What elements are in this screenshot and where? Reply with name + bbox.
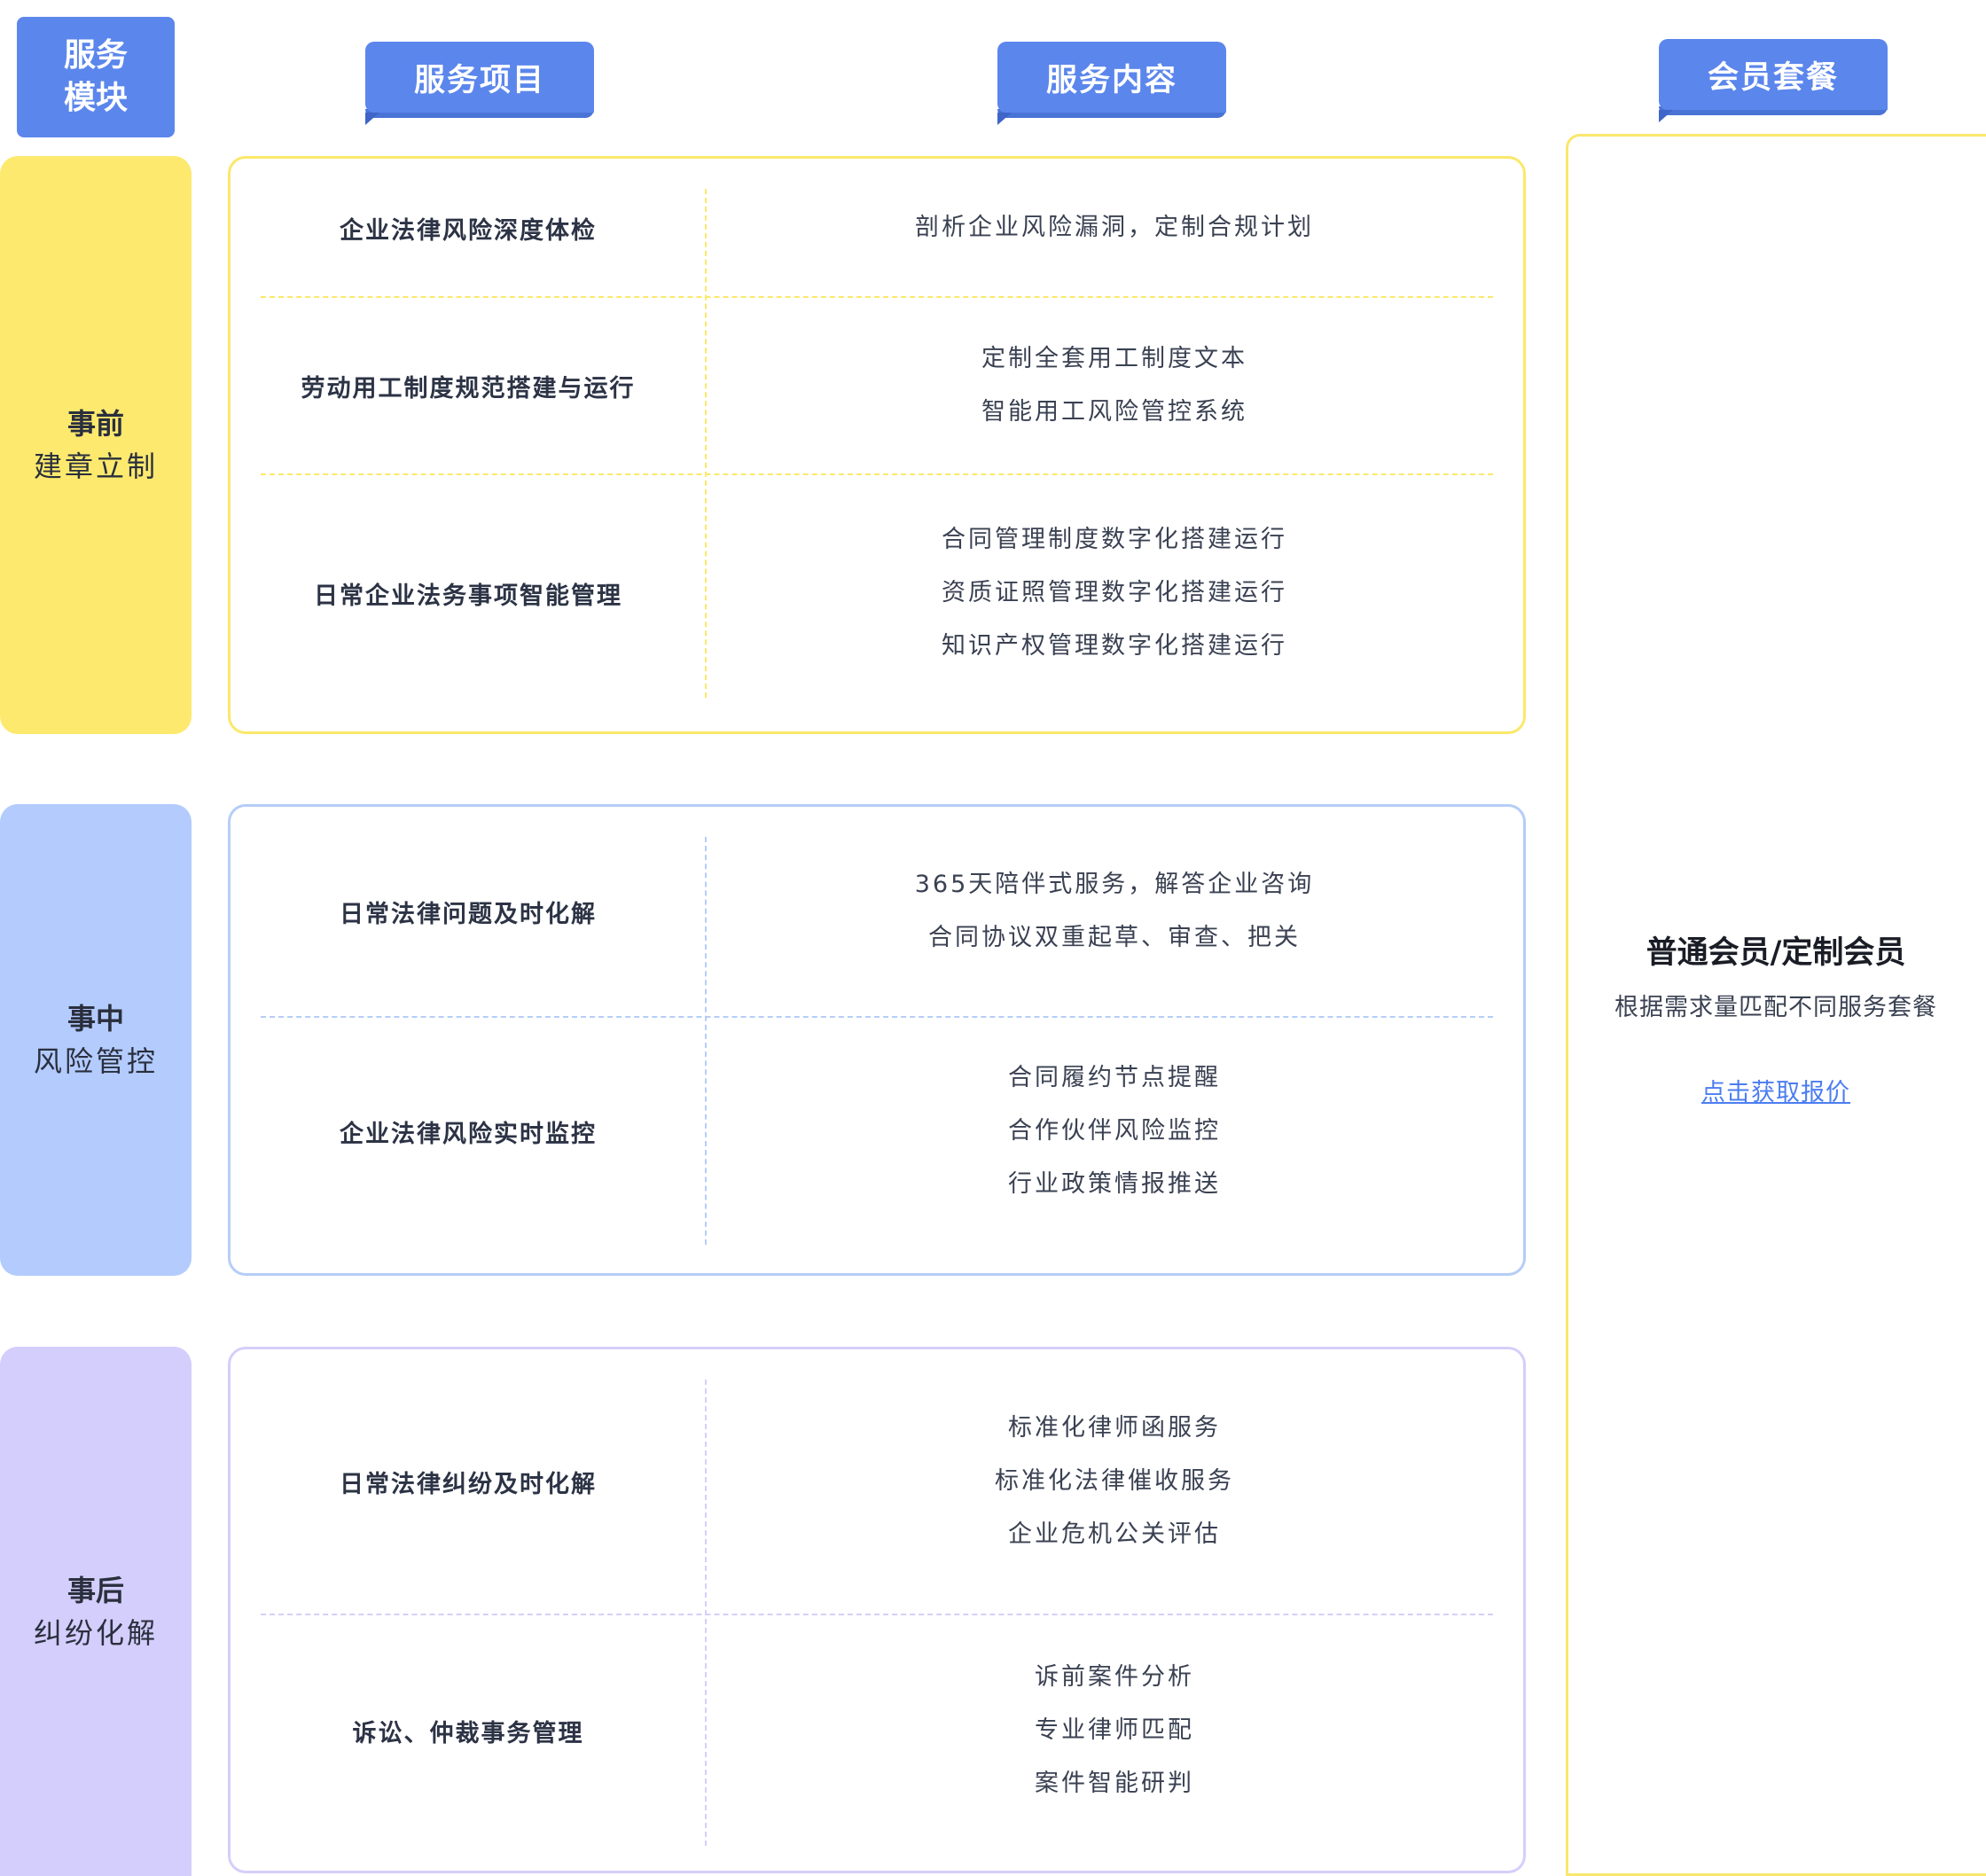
content-line: 合同协议双重起草、审查、把关 <box>928 924 1301 951</box>
section-during: 日常法律问题及时化解 365天陪伴式服务，解答企业咨询 合同协议双重起草、审查、… <box>228 804 1526 1276</box>
content-line: 资质证照管理数字化搭建运行 <box>942 579 1287 606</box>
table-row: 劳动用工制度规范搭建与运行 定制全套用工制度文本 智能用工风险管控系统 <box>231 297 1523 474</box>
module-header: 服务 模块 <box>17 17 175 137</box>
content-line: 标准化法律催收服务 <box>995 1467 1234 1495</box>
service-content: 365天陪伴式服务，解答企业咨询 合同协议双重起草、审查、把关 <box>706 807 1523 1016</box>
content-line: 行业政策情报推送 <box>1008 1170 1221 1198</box>
content-line: 365天陪伴式服务，解答企业咨询 <box>914 871 1315 898</box>
content-line: 智能用工风险管控系统 <box>981 398 1247 426</box>
service-content: 合同履约节点提醒 合作伙伴风险监控 行业政策情报推送 <box>706 1016 1523 1247</box>
service-item: 企业法律风险实时监控 <box>340 1120 597 1148</box>
table-row: 日常企业法务事项智能管理 合同管理制度数字化搭建运行 资质证照管理数字化搭建运行… <box>231 474 1523 712</box>
phase-label-after: 事后 纠纷化解 <box>0 1347 192 1876</box>
membership-title: 普通会员/定制会员 <box>1646 935 1906 971</box>
service-item: 企业法律风险深度体检 <box>340 216 597 245</box>
phase-label-before: 事前 建章立制 <box>0 156 192 734</box>
content-line: 知识产权管理数字化搭建运行 <box>942 632 1287 660</box>
service-content: 合同管理制度数字化搭建运行 资质证照管理数字化搭建运行 知识产权管理数字化搭建运… <box>706 474 1523 712</box>
content-column-header: 服务内容 <box>997 42 1226 125</box>
row-divider <box>261 1614 1493 1615</box>
content-line: 剖析企业风险漏洞，定制合规计划 <box>915 214 1314 241</box>
table-row: 日常法律问题及时化解 365天陪伴式服务，解答企业咨询 合同协议双重起草、审查、… <box>231 807 1523 1016</box>
service-content: 诉前案件分析 专业律师匹配 案件智能研判 <box>706 1614 1523 1848</box>
service-item: 日常法律纠纷及时化解 <box>340 1470 597 1498</box>
content-line: 企业危机公关评估 <box>1008 1520 1221 1548</box>
phase-subtitle: 建章立制 <box>33 449 158 483</box>
table-row: 企业法律风险深度体检 剖析企业风险漏洞，定制合规计划 <box>231 159 1523 297</box>
membership-panel <box>1566 134 1986 1876</box>
row-divider <box>261 296 1493 298</box>
content-line: 专业律师匹配 <box>1035 1716 1194 1744</box>
content-line: 诉前案件分析 <box>1035 1663 1194 1691</box>
vertical-divider <box>705 189 707 698</box>
content-line: 标准化律师函服务 <box>1008 1414 1221 1442</box>
module-header-line1: 服务 <box>63 37 128 74</box>
table-row: 企业法律风险实时监控 合同履约节点提醒 合作伙伴风险监控 行业政策情报推送 <box>231 1016 1523 1247</box>
row-divider <box>261 473 1493 475</box>
membership-column-label: 会员套餐 <box>1707 59 1839 96</box>
items-column-header: 服务项目 <box>365 42 594 125</box>
phase-subtitle: 风险管控 <box>33 1044 158 1078</box>
content-column-label: 服务内容 <box>1045 62 1177 98</box>
get-quote-link[interactable]: 点击获取报价 <box>1701 1079 1850 1106</box>
content-line: 合作伙伴风险监控 <box>1008 1117 1221 1145</box>
phase-label-during: 事中 风险管控 <box>0 804 192 1276</box>
phase-title: 事后 <box>66 1573 124 1607</box>
service-item: 日常企业法务事项智能管理 <box>314 582 622 610</box>
service-content: 剖析企业风险漏洞，定制合规计划 <box>706 159 1523 297</box>
section-after: 日常法律纠纷及时化解 标准化律师函服务 标准化法律催收服务 企业危机公关评估 诉… <box>228 1347 1526 1873</box>
module-header-line2: 模块 <box>63 80 128 116</box>
row-divider <box>261 1016 1493 1018</box>
content-line: 案件智能研判 <box>1035 1770 1194 1797</box>
content-line: 合同履约节点提醒 <box>1008 1064 1221 1091</box>
service-content: 定制全套用工制度文本 智能用工风险管控系统 <box>706 297 1523 474</box>
table-row: 诉讼、仲裁事务管理 诉前案件分析 专业律师匹配 案件智能研判 <box>231 1614 1523 1848</box>
items-column-label: 服务项目 <box>413 62 545 98</box>
membership-column-header: 会员套餐 <box>1659 39 1888 122</box>
phase-title: 事前 <box>66 407 124 441</box>
section-before: 企业法律风险深度体检 剖析企业风险漏洞，定制合规计划 劳动用工制度规范搭建与运行… <box>228 156 1526 734</box>
vertical-divider <box>705 1380 707 1846</box>
phase-subtitle: 纠纷化解 <box>33 1615 158 1650</box>
vertical-divider <box>705 837 707 1245</box>
service-item: 诉讼、仲裁事务管理 <box>352 1719 584 1747</box>
content-line: 合同管理制度数字化搭建运行 <box>942 526 1287 553</box>
content-line: 定制全套用工制度文本 <box>981 345 1247 372</box>
service-content: 标准化律师函服务 标准化法律催收服务 企业危机公关评估 <box>706 1349 1523 1614</box>
phase-title: 事中 <box>66 1002 124 1036</box>
membership-subtitle: 根据需求量匹配不同服务套餐 <box>1615 994 1937 1021</box>
service-item: 日常法律问题及时化解 <box>340 900 597 928</box>
table-row: 日常法律纠纷及时化解 标准化律师函服务 标准化法律催收服务 企业危机公关评估 <box>231 1349 1523 1614</box>
service-item: 劳动用工制度规范搭建与运行 <box>301 374 636 403</box>
